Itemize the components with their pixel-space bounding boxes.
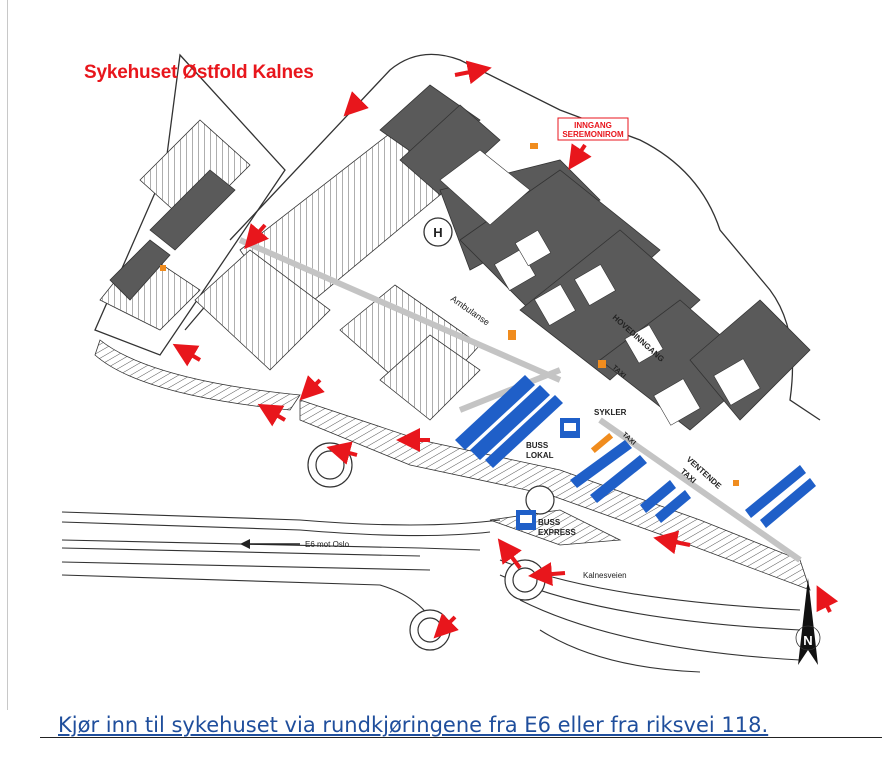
bus-local-label: LOKAL bbox=[526, 451, 554, 460]
e6-direction-arrow bbox=[240, 539, 300, 549]
ambulance-label: Ambulanse bbox=[449, 293, 492, 327]
hospital-buildings bbox=[109, 84, 811, 431]
helipad-icon: H bbox=[423, 217, 453, 247]
hospital-site-map: H INNGANG SEREMONIROM Ambulanse HOVEDINN… bbox=[60, 30, 850, 680]
courtyards bbox=[439, 149, 761, 426]
e6-direction-label: E6 mot Oslo bbox=[305, 540, 350, 549]
road-name-label: Kalnesveien bbox=[583, 571, 627, 580]
bus-express-label: EXPRESS bbox=[538, 528, 576, 537]
entrance-ceremony-box bbox=[557, 117, 629, 141]
north-arrow-icon: N bbox=[795, 578, 821, 665]
embankment-north bbox=[299, 399, 811, 591]
bus-icon bbox=[516, 510, 536, 530]
bikes-label: SYKLER bbox=[594, 408, 627, 417]
parking-blue-handicap bbox=[455, 375, 816, 528]
direction-arrow-icon bbox=[172, 60, 839, 639]
entrance-ceremony-label: SEREMONIROM bbox=[562, 130, 624, 139]
bus-local-label: BUSS bbox=[526, 441, 549, 450]
entrance-ceremony-label: INNGANG bbox=[574, 121, 612, 130]
page-margin-line bbox=[7, 0, 8, 710]
embankment-west bbox=[94, 339, 301, 411]
footer-rule bbox=[40, 737, 882, 738]
directions-caption[interactable]: Kjør inn til sykehuset via rundkjøringen… bbox=[58, 713, 769, 737]
parking-orange-special bbox=[160, 143, 739, 486]
bus-icon bbox=[560, 418, 580, 438]
bus-express-label: BUSS bbox=[538, 518, 561, 527]
svg-text:N: N bbox=[803, 633, 812, 648]
map-title: Sykehuset Østfold Kalnes bbox=[84, 62, 314, 83]
helipad-label: H bbox=[433, 225, 442, 240]
